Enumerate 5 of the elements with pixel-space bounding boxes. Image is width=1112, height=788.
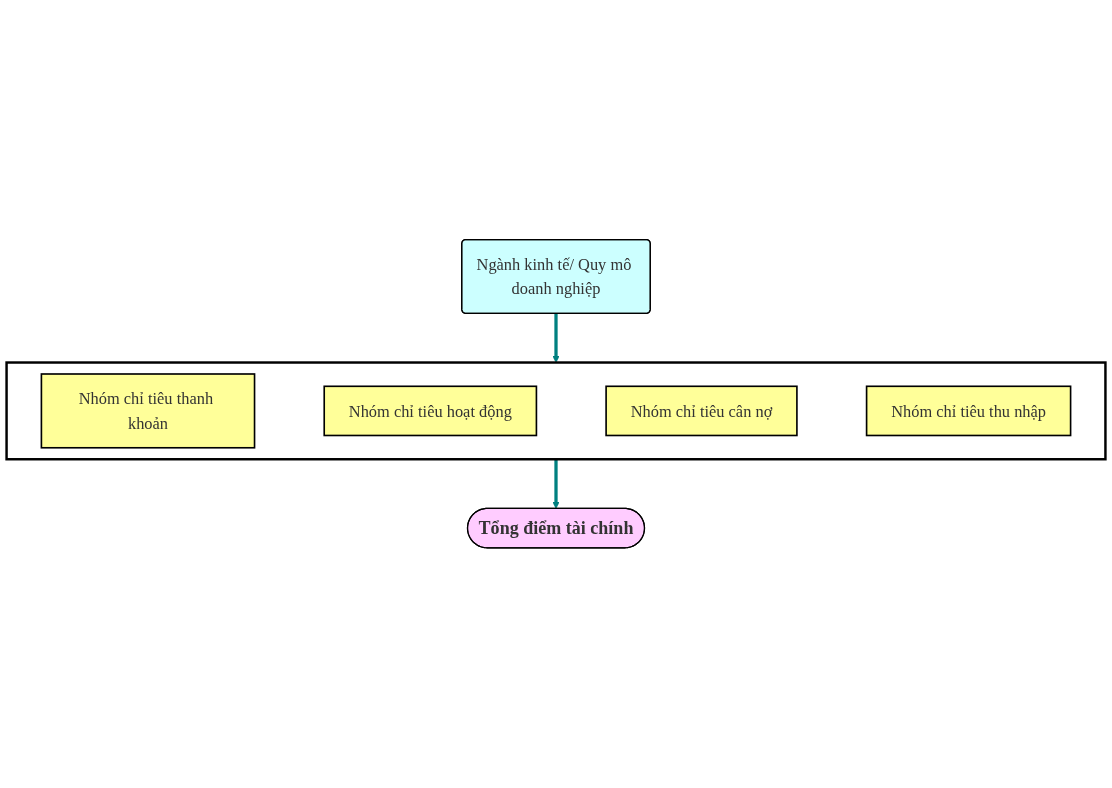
node-box: Nhóm chỉ tiêu cân nợ	[605, 385, 798, 437]
node-box: Nhóm chỉ tiêu thu nhập	[865, 385, 1072, 437]
cluster	[5, 361, 1107, 461]
node-box: Nhóm chỉ tiêu thanh khoản	[40, 373, 256, 449]
node-box: Nhóm chỉ tiêu hoạt động	[323, 385, 538, 437]
